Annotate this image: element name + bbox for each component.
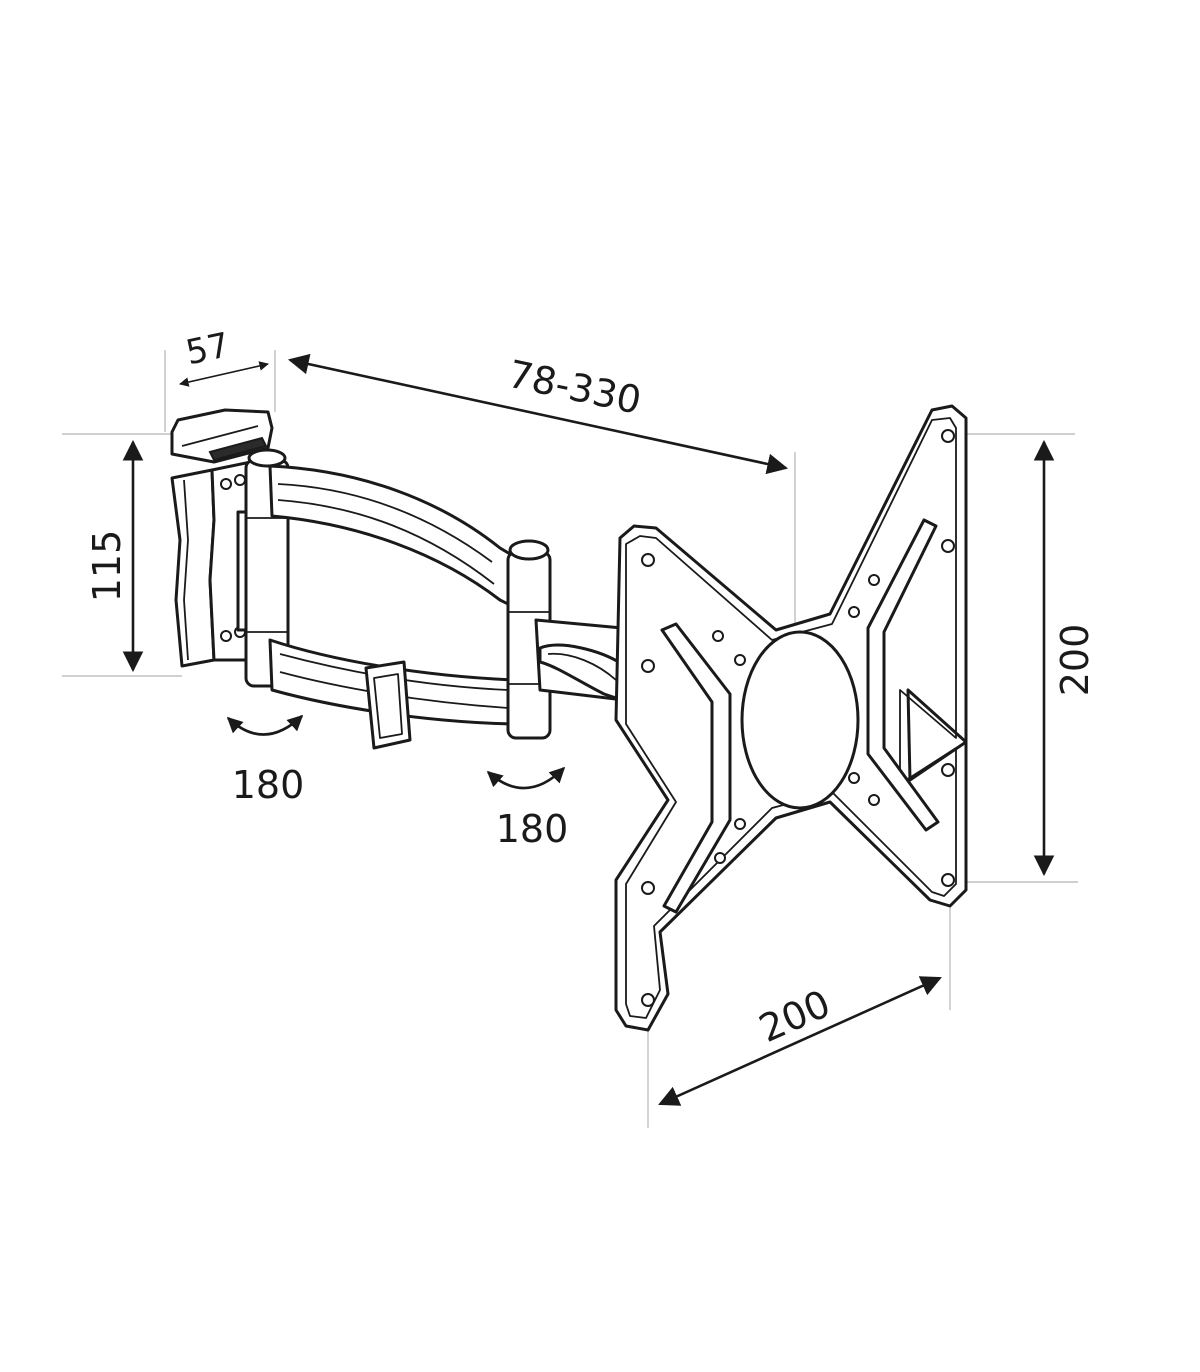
label-height: 115 [85,530,129,603]
upper-arm [268,464,522,612]
extension-lines [62,350,1078,1128]
dim-line-200-horizontal [658,976,942,1106]
dim-line-78-330 [287,353,789,475]
dim-line-57 [179,361,269,387]
label-rotation-tv: 180 [496,807,569,851]
lower-arm [268,638,516,750]
label-vesa-vertical: 200 [1053,624,1097,697]
front-arm [534,618,626,702]
dimension-lines [122,353,1055,1106]
vesa-plate [614,404,968,1032]
label-depth: 57 [182,325,233,373]
rotation-arrows [226,714,566,790]
wall-plate [170,408,274,668]
label-vesa-horizontal: 200 [753,981,837,1051]
label-rotation-wall: 180 [232,763,305,807]
rotation-arrow-tv-icon [486,766,566,790]
rotation-arrow-wall-icon [226,714,304,736]
